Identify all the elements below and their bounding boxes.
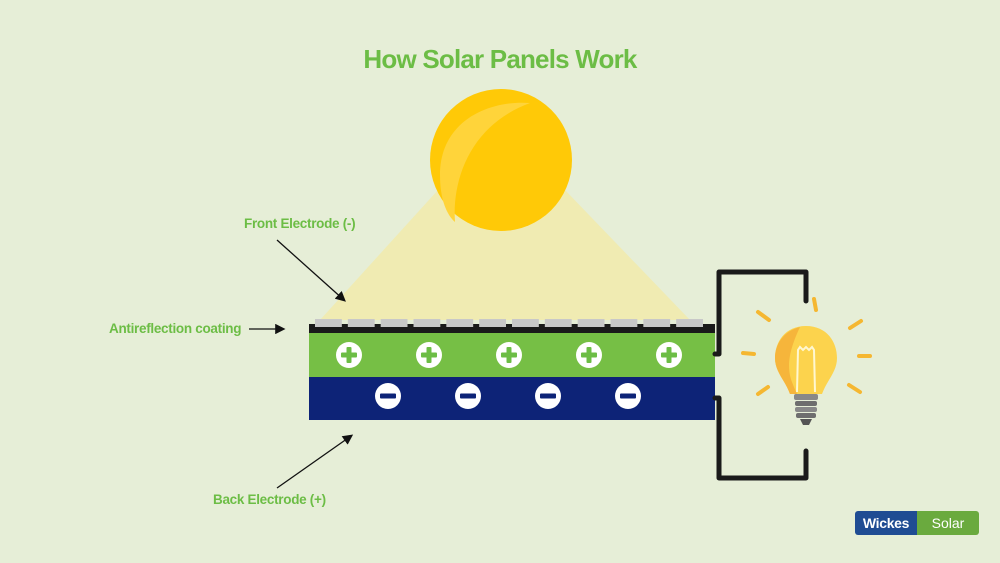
coating-segment	[380, 319, 408, 327]
circuit-wire-bottom	[712, 395, 809, 481]
coating-segment	[315, 319, 342, 327]
positive-charge-icon	[656, 342, 682, 368]
light-rays	[741, 297, 872, 396]
negative-charge-icon	[375, 383, 401, 409]
front-electrode-label: Front Electrode (-)	[244, 216, 356, 231]
positive-charge-icon	[576, 342, 602, 368]
negative-charge-icon	[535, 383, 561, 409]
brand-name: Wickes	[855, 511, 917, 535]
negative-charges	[375, 383, 641, 409]
coating-segment	[446, 319, 474, 327]
coating-segment	[413, 319, 441, 327]
coating-segment	[610, 319, 638, 327]
n-type-layer	[309, 377, 715, 420]
negative-charge-icon	[455, 383, 481, 409]
coating-segment	[544, 319, 572, 327]
positive-charge-icon	[496, 342, 522, 368]
coating-segment	[577, 319, 605, 327]
sun-highlight	[440, 102, 530, 222]
coating-segment	[676, 319, 703, 327]
light-bulb-icon	[775, 326, 837, 425]
back-electrode-label: Back Electrode (+)	[213, 492, 326, 507]
back-electrode-arrow	[276, 434, 354, 489]
brand-product: Solar	[917, 511, 979, 535]
positive-charge-icon	[336, 342, 362, 368]
antireflection-coating	[315, 319, 703, 327]
front-electrode-strip	[309, 324, 715, 333]
coating-segment	[643, 319, 671, 327]
sunlight-beam	[320, 190, 690, 320]
coating-segment	[347, 319, 375, 327]
positive-charges	[336, 342, 682, 368]
coating-segment	[479, 319, 506, 327]
page-title: How Solar Panels Work	[363, 44, 637, 74]
front-electrode-arrow	[276, 239, 346, 302]
coating-segment	[512, 319, 539, 327]
antireflection-label: Antireflection coating	[109, 321, 242, 336]
circuit-wire-top	[712, 269, 809, 357]
wickes-solar-badge: Wickes Solar	[855, 511, 979, 535]
negative-charge-icon	[615, 383, 641, 409]
positive-charge-icon	[416, 342, 442, 368]
